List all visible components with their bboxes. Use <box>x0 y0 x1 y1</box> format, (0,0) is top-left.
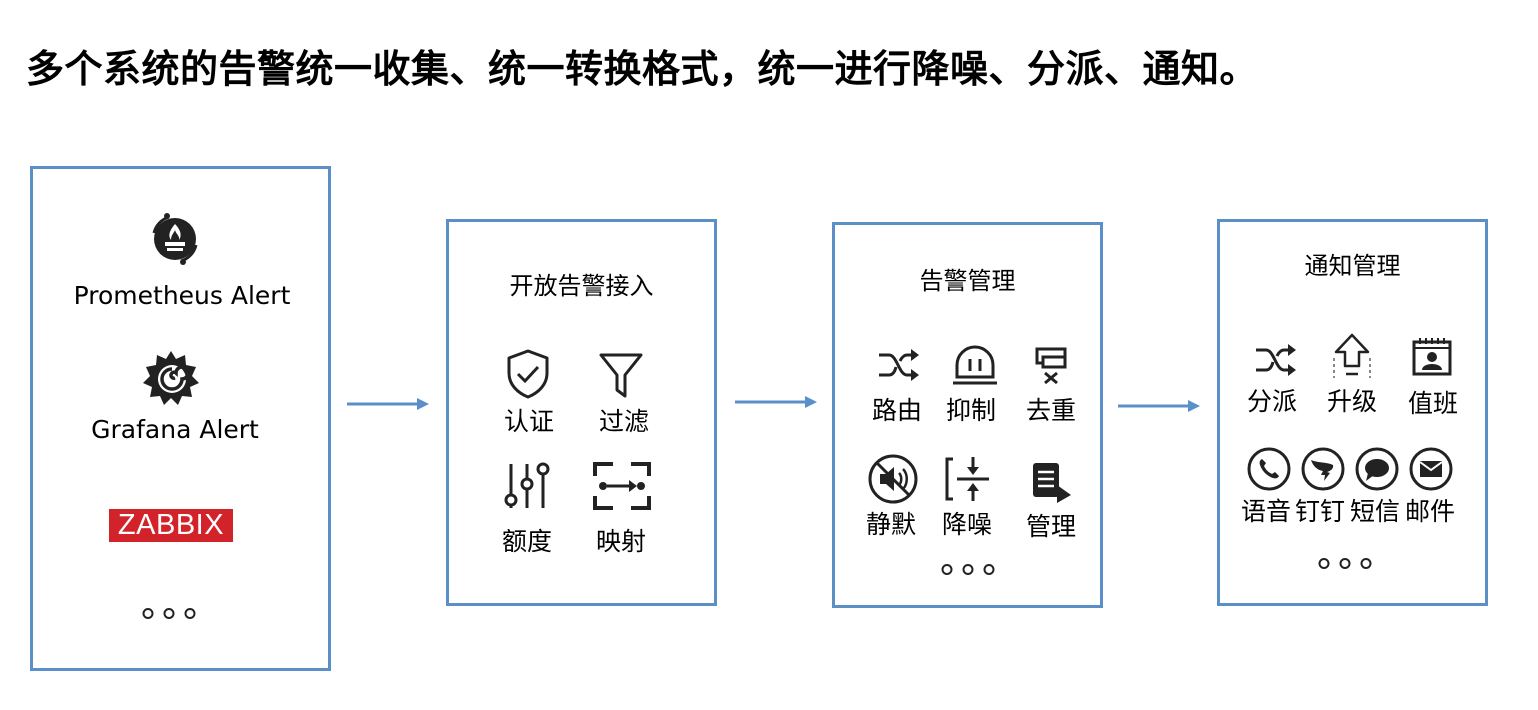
notification-management-panel: 通知管理 分派 升级 值班 语音 钉钉 短信 <box>1217 219 1488 606</box>
suppress-pause-icon <box>953 345 997 385</box>
mail-icon <box>1409 447 1453 491</box>
channel-dingtalk: 钉钉 <box>1294 497 1346 526</box>
manage-item-dedupe: 去重 <box>1025 396 1077 425</box>
ingest-item-quota: 额度 <box>501 527 553 556</box>
filter-funnel-icon <box>599 353 643 398</box>
manage-item-silence: 静默 <box>865 510 917 539</box>
manage-item-denoise: 降噪 <box>941 510 993 539</box>
page-title: 多个系统的告警统一收集、统一转换格式，统一进行降噪、分派、通知。 <box>26 47 1259 91</box>
flow-arrow-3 <box>1118 400 1200 412</box>
dispatch-shuffle-icon <box>1256 344 1296 376</box>
more-notify-ellipsis <box>1318 558 1372 569</box>
notify-title: 通知管理 <box>1304 252 1401 280</box>
manage-list-icon <box>1033 463 1071 503</box>
alert-management-panel: 告警管理 路由 抑制 去重 静默 降噪 <box>832 222 1103 608</box>
dedupe-icon <box>1035 347 1067 385</box>
mapping-icon <box>593 462 651 510</box>
sliders-icon <box>504 462 550 508</box>
more-manage-ellipsis <box>941 564 995 575</box>
ingest-item-auth: 认证 <box>503 407 555 436</box>
zabbix-logo: ZABBIX <box>109 509 233 542</box>
prometheus-icon <box>152 213 198 265</box>
channel-sms: 短信 <box>1349 497 1401 526</box>
alert-sources-panel: Prometheus Alert Grafana Alert ZABBIX <box>30 166 331 671</box>
grafana-icon <box>143 351 199 405</box>
more-sources-ellipsis <box>142 608 196 619</box>
notify-item-escalate: 升级 <box>1326 387 1378 416</box>
route-shuffle-icon <box>879 349 919 381</box>
grafana-alert-label: Grafana Alert <box>91 415 259 444</box>
oncall-calendar-icon <box>1412 338 1452 376</box>
manage-title: 告警管理 <box>919 267 1016 295</box>
notify-item-oncall: 值班 <box>1407 389 1459 418</box>
ingest-item-mapping: 映射 <box>595 527 647 556</box>
ingest-title: 开放告警接入 <box>509 272 654 300</box>
alert-ingest-panel: 开放告警接入 认证 过滤 额度 映射 <box>446 219 717 606</box>
ingest-item-filter: 过滤 <box>598 407 650 436</box>
mute-icon <box>868 454 918 504</box>
prometheus-alert-label: Prometheus Alert <box>73 281 291 310</box>
escalate-arrow-icon <box>1333 333 1371 378</box>
channel-voice: 语音 <box>1240 497 1292 526</box>
flow-arrow-1 <box>347 398 429 410</box>
phone-icon <box>1247 447 1291 491</box>
flow-arrow-2 <box>735 396 817 408</box>
dingtalk-icon <box>1301 447 1345 491</box>
compress-icon <box>945 457 989 501</box>
channel-email: 邮件 <box>1404 497 1456 526</box>
manage-item-manage: 管理 <box>1025 512 1077 541</box>
manage-item-inhibit: 抑制 <box>945 396 997 425</box>
shield-check-icon <box>507 349 549 399</box>
manage-item-route: 路由 <box>871 396 923 425</box>
sms-chat-icon <box>1355 447 1399 491</box>
notify-item-dispatch: 分派 <box>1246 387 1298 416</box>
